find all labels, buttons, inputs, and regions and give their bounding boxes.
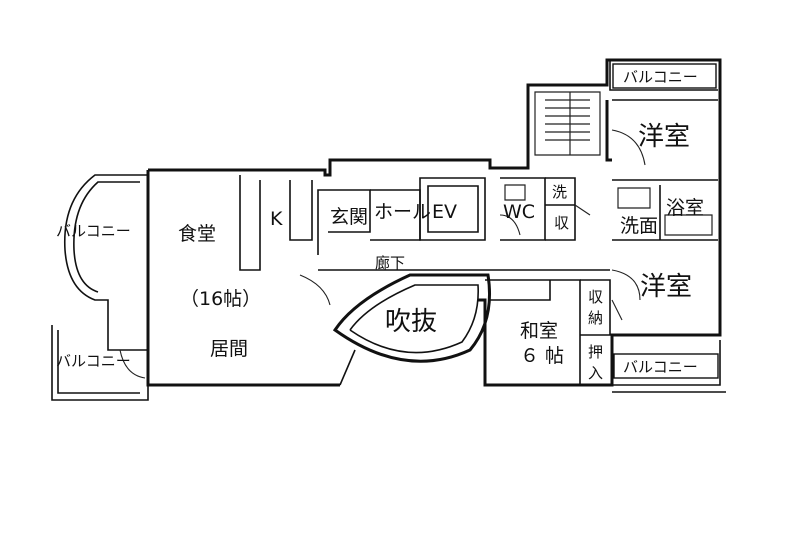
balcony-left-label: バルコニー: [56, 222, 131, 240]
japanese-room-label: 和室: [520, 320, 558, 342]
storage-closet-label-1: 収: [588, 288, 603, 306]
outer-walls: [51, 58, 726, 401]
balcony-bottom-right-box: [613, 353, 719, 379]
atrium-label: 吹抜: [385, 307, 437, 337]
interior-walls: [239, 91, 718, 386]
dining-label: 食堂: [178, 223, 216, 245]
western-room-lower-label: 洋室: [640, 272, 692, 302]
balcony-top-right-box: [612, 63, 717, 89]
living-label: 居間: [210, 338, 248, 360]
elevator-label: EV: [432, 201, 457, 223]
japanese-room-size-label: ６ 帖: [520, 345, 564, 367]
entrance-label: 玄関: [330, 206, 368, 228]
storage-small-label: 収: [554, 214, 569, 232]
oshiire-label-1: 押: [588, 343, 603, 361]
washroom-label: 洗面: [620, 215, 658, 237]
oshiire-label-2: 入: [588, 364, 603, 382]
wash-upper-label: 洗: [552, 183, 567, 201]
kitchen-label: K: [270, 208, 283, 230]
balcony-bottom-right-label: バルコニー: [623, 358, 698, 376]
balcony-bottom-left-label: バルコニー: [56, 352, 131, 370]
corridor-label: 廊下: [375, 254, 405, 272]
hall-label: ホール: [374, 201, 431, 223]
ldk-size-label: （16帖）: [180, 288, 261, 310]
bathroom-label: 浴室: [666, 197, 704, 219]
wc-label: WC: [503, 201, 535, 223]
doors: [119, 129, 713, 379]
balcony-top-right-label: バルコニー: [623, 68, 698, 86]
western-room-upper-label: 洋室: [638, 122, 690, 152]
storage-closet-label-2: 納: [588, 309, 603, 327]
